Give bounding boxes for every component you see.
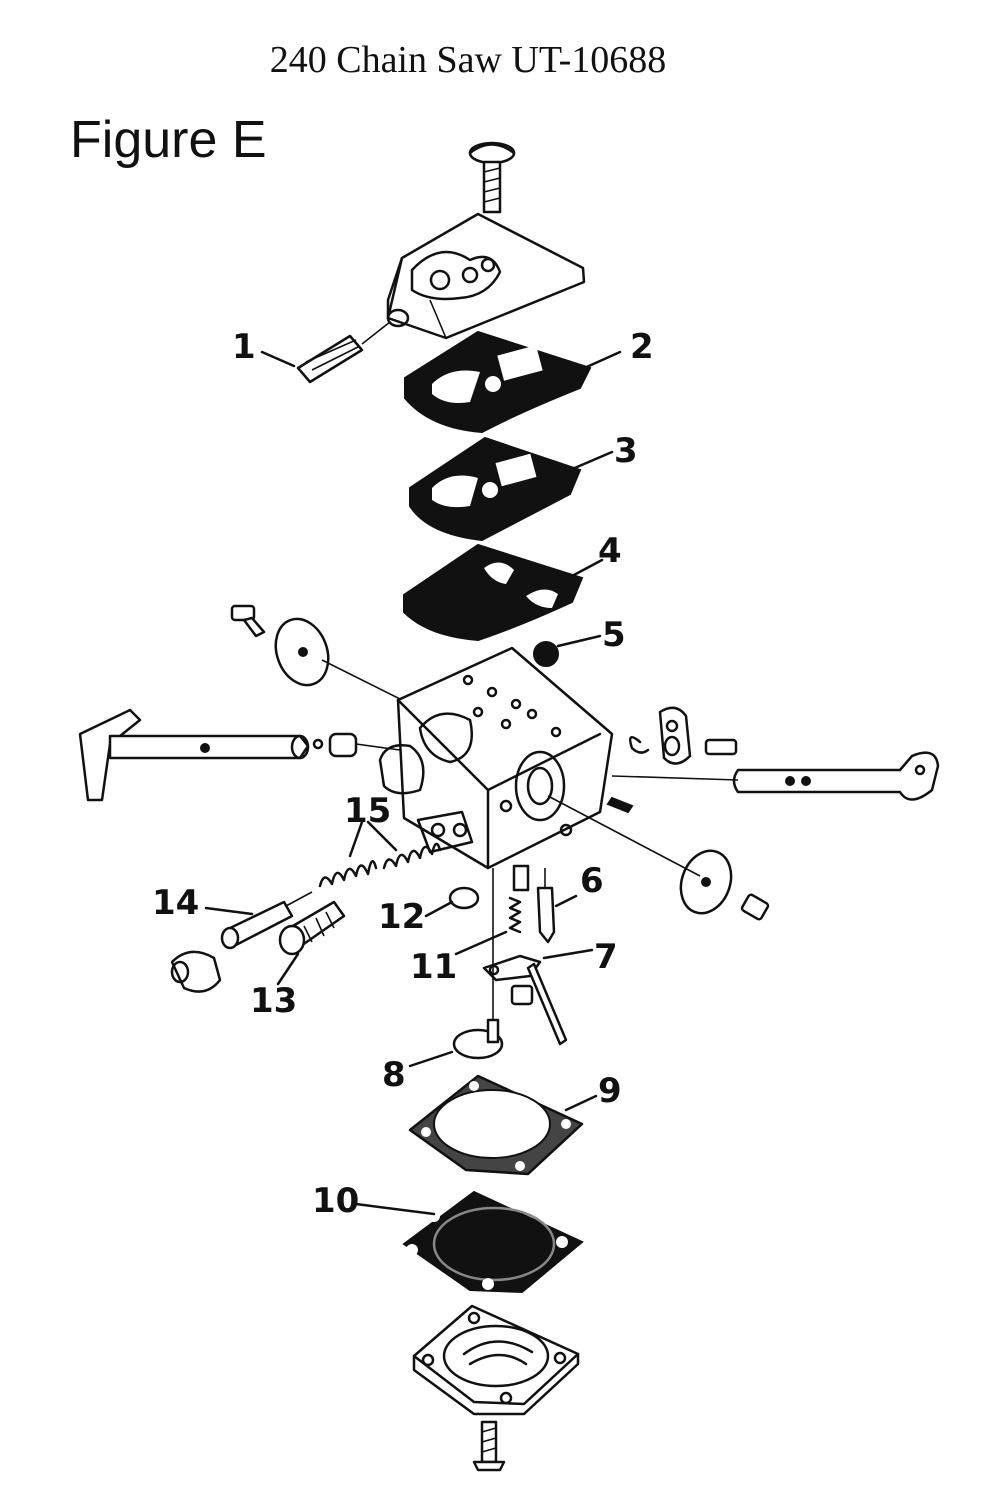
page-title: 240 Chain Saw UT-10688 bbox=[269, 39, 667, 81]
part-7-lever bbox=[482, 868, 594, 1046]
part-9-gasket bbox=[408, 1074, 598, 1176]
callout-15: 15 bbox=[344, 791, 391, 831]
callout-10: 10 bbox=[312, 1181, 359, 1221]
callout-11: 11 bbox=[410, 947, 457, 987]
callout-14: 14 bbox=[152, 883, 199, 923]
part-11-spring bbox=[454, 864, 530, 956]
callout-7: 7 bbox=[594, 937, 618, 977]
part-3-gasket bbox=[409, 436, 614, 542]
carburetor-body bbox=[378, 646, 614, 870]
callout-13: 13 bbox=[250, 981, 297, 1021]
callout-8: 8 bbox=[382, 1055, 406, 1095]
part-10-diaphragm bbox=[354, 1190, 584, 1294]
part-13-main-screw bbox=[276, 900, 346, 986]
callout-12: 12 bbox=[378, 897, 425, 937]
part-2-gasket bbox=[404, 330, 622, 434]
bottom-cover bbox=[412, 1304, 580, 1416]
top-screw bbox=[468, 141, 516, 214]
part-8-disc bbox=[408, 1018, 504, 1068]
callout-5: 5 bbox=[602, 615, 626, 655]
part-15-springs bbox=[318, 820, 442, 888]
bottom-screw bbox=[472, 1420, 506, 1472]
callout-4: 4 bbox=[598, 531, 622, 571]
part-4-diaphragm bbox=[403, 543, 604, 642]
part-12-plug bbox=[424, 886, 480, 918]
part-5-ball bbox=[533, 634, 602, 667]
figure-label: Figure E bbox=[70, 111, 267, 169]
callout-9: 9 bbox=[598, 1071, 622, 1111]
part-1-fitting bbox=[260, 321, 391, 384]
left-throttle-plate bbox=[230, 604, 403, 701]
callout-3: 3 bbox=[614, 431, 638, 471]
right-throttle-plate bbox=[547, 795, 770, 921]
part-14-idle-screw bbox=[170, 891, 313, 993]
callout-1: 1 bbox=[232, 327, 256, 367]
callout-6: 6 bbox=[580, 861, 604, 901]
right-throttle-shaft bbox=[611, 706, 940, 801]
callout-2: 2 bbox=[630, 327, 654, 367]
pump-cover bbox=[386, 212, 586, 340]
left-choke-shaft bbox=[78, 708, 401, 802]
part-6-needle bbox=[536, 868, 578, 944]
